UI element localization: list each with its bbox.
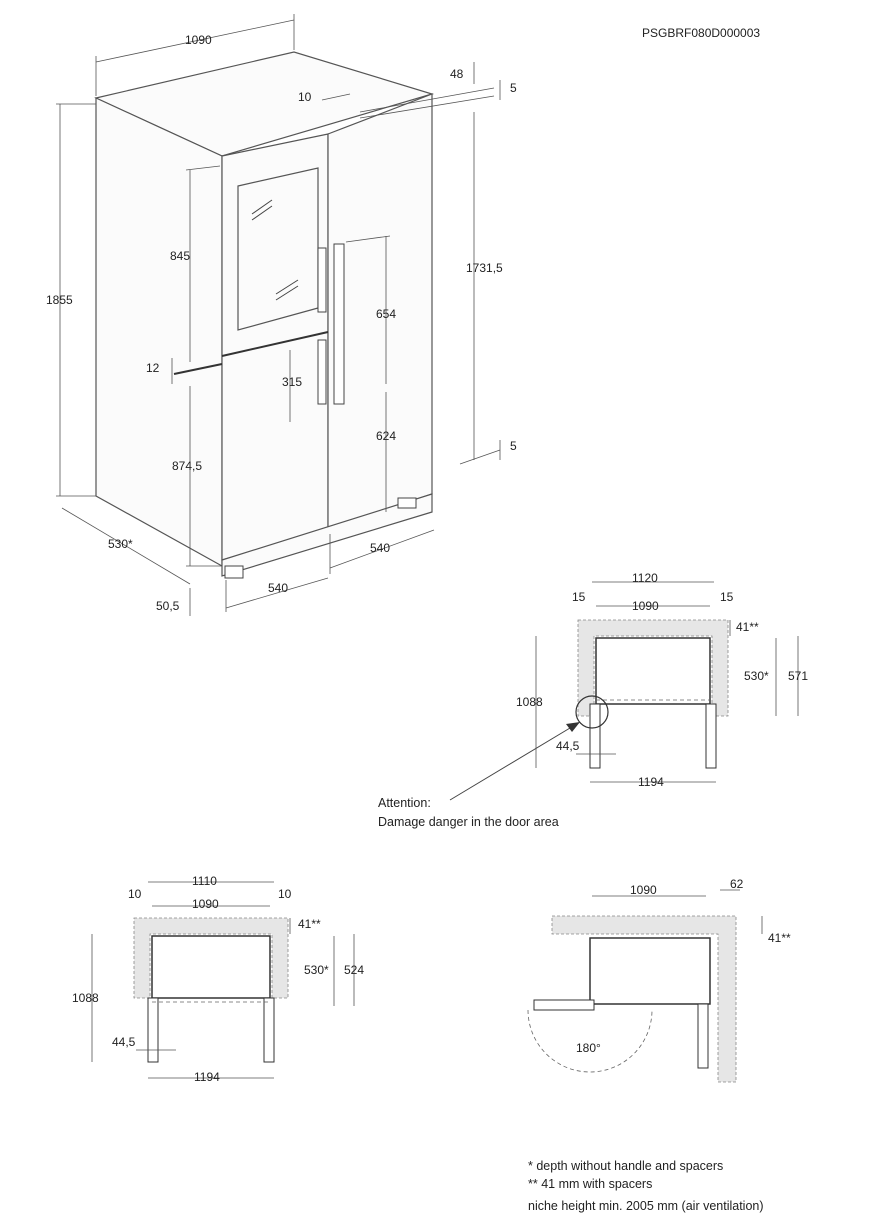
plan-b-side-gap-right: 10 <box>278 887 292 901</box>
footnotes: * depth without handle and spacers ** 41… <box>528 1159 764 1213</box>
plan-b-open-width: 1194 <box>194 1070 220 1084</box>
plan-a-side-gap-left: 15 <box>572 590 586 604</box>
plan-a-side-gap-right: 15 <box>720 590 734 604</box>
label-lower-door-height: 874,5 <box>172 459 202 473</box>
door-divider-line <box>221 331 329 357</box>
plan-a-left-door <box>589 703 601 769</box>
label-total-height: 1855 <box>46 293 73 307</box>
plan-b-cabinet-depth: 530* <box>304 963 329 977</box>
plan-b: 1110 10 10 1090 41** 530* 524 1088 44,5 … <box>72 874 364 1084</box>
drawing-code: PSGBRF080D000003 <box>642 26 760 40</box>
front-view: 1090 48 5 10 1855 845 12 874,5 1731,5 <box>46 14 517 616</box>
door-window <box>237 167 319 331</box>
plan-c-side-gap: 62 <box>730 877 744 891</box>
plan-a-cabinet <box>595 637 711 705</box>
plan-a-door-offset: 44,5 <box>556 739 580 753</box>
lower-door-handle <box>317 339 327 405</box>
plan-a-open-depth: 1088 <box>516 695 543 709</box>
plan-c-spacer-depth: 41** <box>768 931 791 945</box>
label-plinth-height: 50,5 <box>156 599 180 613</box>
plan-c-niche <box>551 915 737 1083</box>
label-door-divider: 12 <box>146 361 160 375</box>
plan-b-cabinet <box>151 935 271 999</box>
front-foot <box>224 565 244 579</box>
label-top-depth: 48 <box>450 67 464 81</box>
label-left-door-width: 540 <box>268 581 288 595</box>
plan-a-inner-width: 1090 <box>632 599 659 613</box>
plan-c: 1090 62 41** 180° <box>527 877 791 1083</box>
plan-c-cabinet <box>589 937 711 1005</box>
attention-title: Attention: <box>378 796 431 810</box>
plan-b-inner-width: 1090 <box>192 897 219 911</box>
plan-b-spacer-depth: 41** <box>298 917 321 931</box>
label-bottom-gap: 5 <box>510 439 517 453</box>
plan-c-inner-width: 1090 <box>630 883 657 897</box>
footnote-1: * depth without handle and spacers <box>528 1159 723 1173</box>
plan-a-open-width: 1194 <box>638 775 664 789</box>
plinth <box>221 493 433 577</box>
plan-a-outer-width: 1120 <box>632 571 658 585</box>
plan-c-right-door <box>697 1003 709 1069</box>
plan-b-right-door <box>263 997 275 1063</box>
label-inner-height: 1731,5 <box>466 261 503 275</box>
label-handle-length: 654 <box>376 307 396 321</box>
footnote-3: niche height min. 2005 mm (air ventilati… <box>528 1199 764 1213</box>
label-side-depth: 530* <box>108 537 133 551</box>
right-door-handle <box>333 243 345 405</box>
plan-b-total-depth: 524 <box>344 963 364 977</box>
label-right-door-width: 540 <box>370 541 390 555</box>
attention-arrow <box>449 721 581 801</box>
plan-b-door-offset: 44,5 <box>112 1035 136 1049</box>
label-top-gap: 5 <box>510 81 517 95</box>
plan-c-door-angle: 180° <box>576 1041 601 1055</box>
plan-b-left-door <box>147 997 159 1063</box>
attention-text: Damage danger in the door area <box>378 815 559 829</box>
label-upper-door-height: 845 <box>170 249 190 263</box>
plan-a-spacer-depth: 41** <box>736 620 759 634</box>
label-handle-to-bottom: 624 <box>376 429 396 443</box>
label-small-handle: 315 <box>282 375 302 389</box>
plan-a-total-depth: 571 <box>788 669 808 683</box>
plan-a: 1120 15 15 1090 41** 530* 571 1088 44,5 … <box>378 571 808 829</box>
label-width: 1090 <box>185 33 212 47</box>
plan-b-outer-width: 1110 <box>192 874 217 888</box>
plan-a-right-door <box>705 703 717 769</box>
plan-b-niche <box>133 917 289 999</box>
plan-b-open-depth: 1088 <box>72 991 99 1005</box>
plan-b-side-gap-left: 10 <box>128 887 142 901</box>
upper-door-handle <box>317 247 327 313</box>
plan-a-cabinet-depth: 530* <box>744 669 769 683</box>
plan-c-open-door <box>533 999 595 1011</box>
footnote-2: ** 41 mm with spacers <box>528 1177 652 1191</box>
label-door-gap: 10 <box>298 90 312 104</box>
plan-a-danger-circle <box>575 695 609 729</box>
plan-c-swing-arc <box>527 1009 653 1073</box>
